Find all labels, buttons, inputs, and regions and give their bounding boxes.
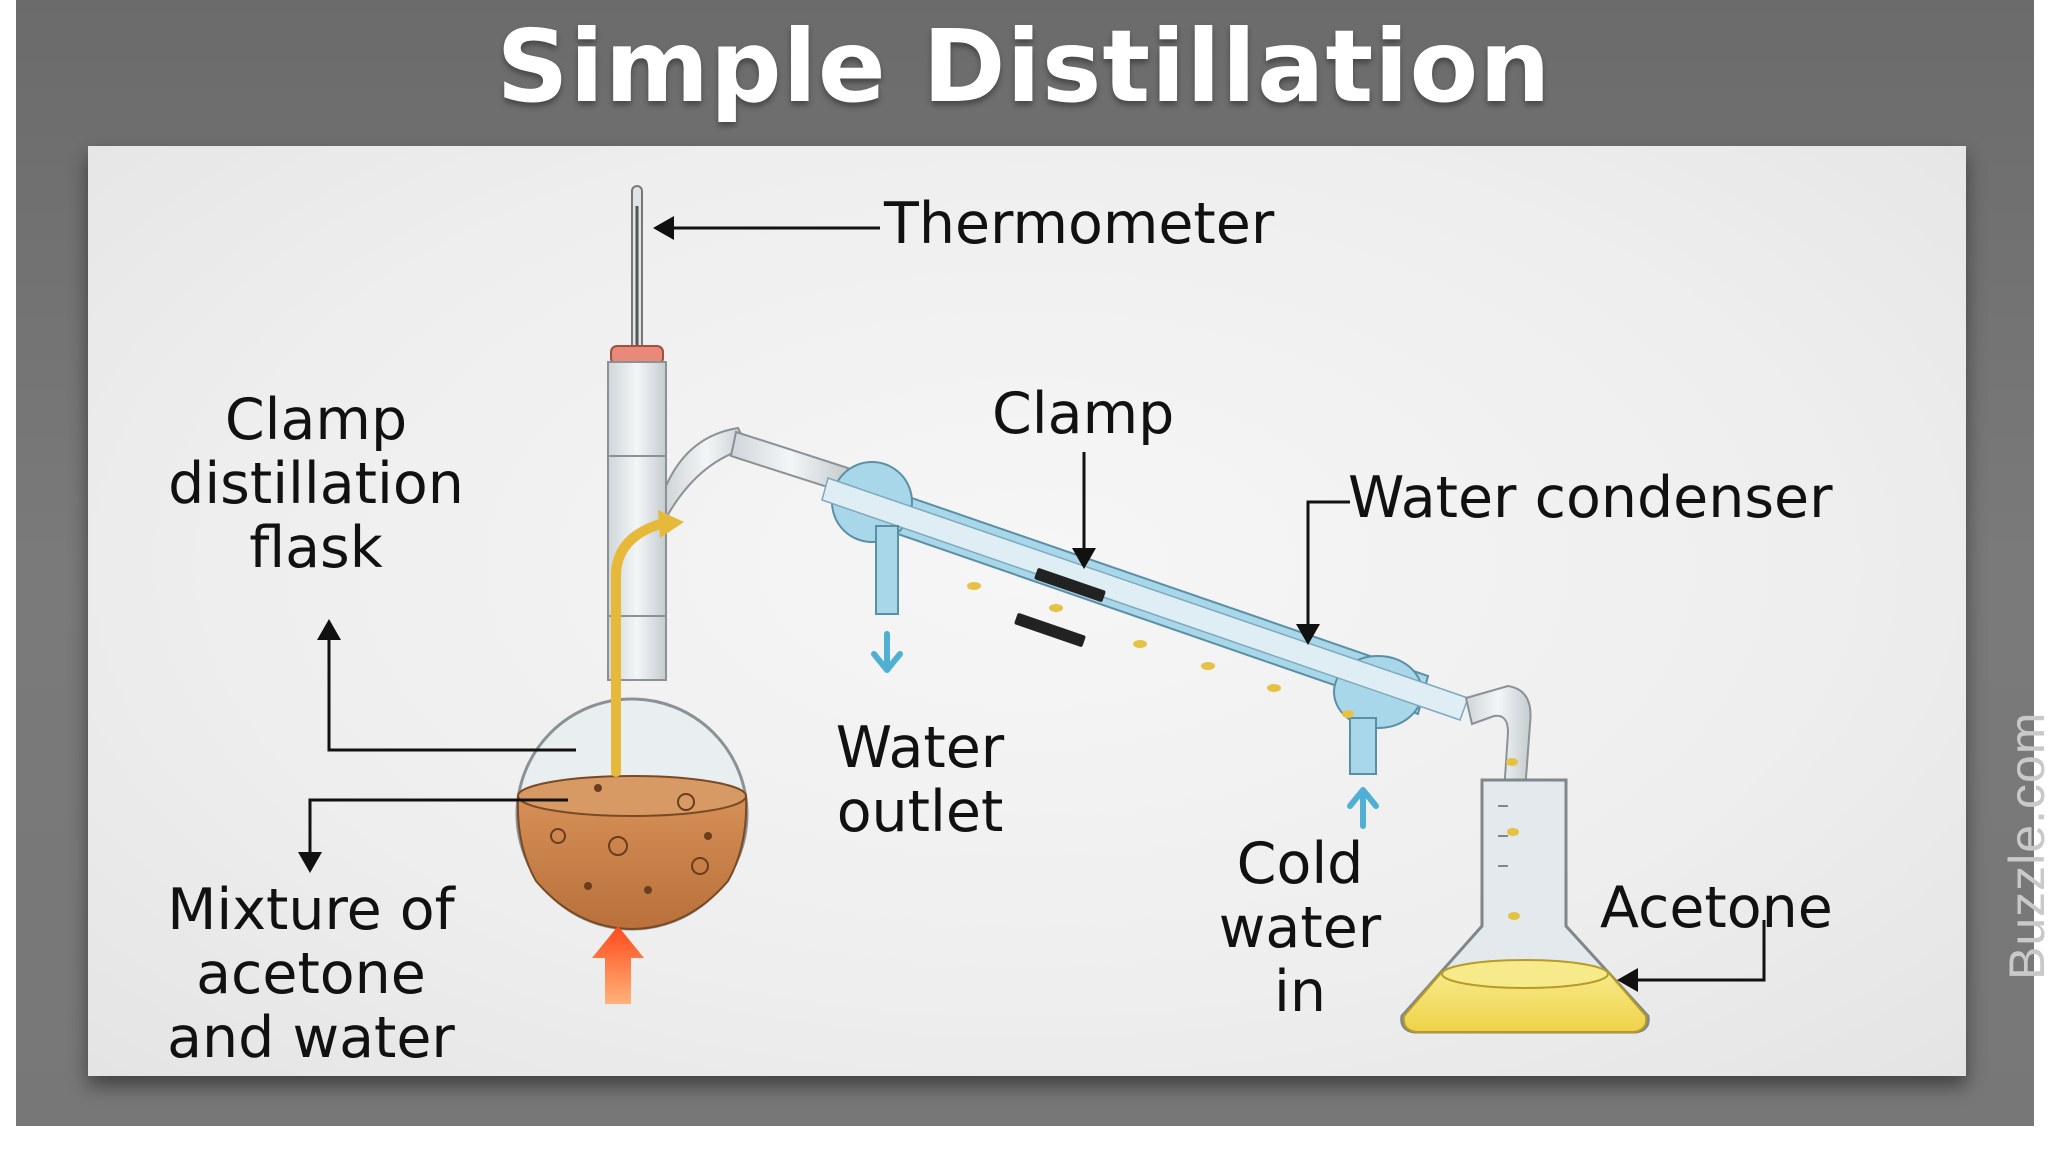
distillation-flask — [515, 361, 750, 931]
clamp-flask-label: Clamp distillation flask — [168, 387, 464, 581]
watermark: Buzzle.com — [1999, 711, 2048, 980]
diagram-panel — [88, 146, 1966, 1076]
acetone-label: Acetone — [1600, 875, 1833, 941]
water-condenser — [821, 461, 1469, 775]
cold-water-in-label: Cold water in — [1218, 831, 1382, 1025]
water-outlet-label: Water outlet — [835, 715, 1005, 845]
vapor-path — [611, 519, 665, 777]
clamp-label: Clamp — [992, 381, 1175, 447]
mixture-label: Mixture of acetone and water — [167, 877, 455, 1071]
page-title: Simple Distillation — [496, 8, 1552, 125]
receiving-flask — [1400, 758, 1650, 1034]
water-condenser-label: Water condenser — [1348, 465, 1833, 531]
water-outlet-arrow — [871, 631, 903, 673]
condenser-clamp — [1014, 568, 1106, 647]
thermometer-label: Thermometer — [884, 191, 1275, 257]
mixture-pointer — [298, 798, 568, 873]
acetone-pointer — [1617, 920, 1766, 992]
cold-water-in-arrow — [1347, 787, 1379, 829]
distillation-diagram — [298, 185, 1766, 1034]
clamp-flask-pointer — [317, 619, 576, 752]
heat-arrow — [592, 926, 644, 1004]
condenser-pointer — [1296, 500, 1350, 645]
